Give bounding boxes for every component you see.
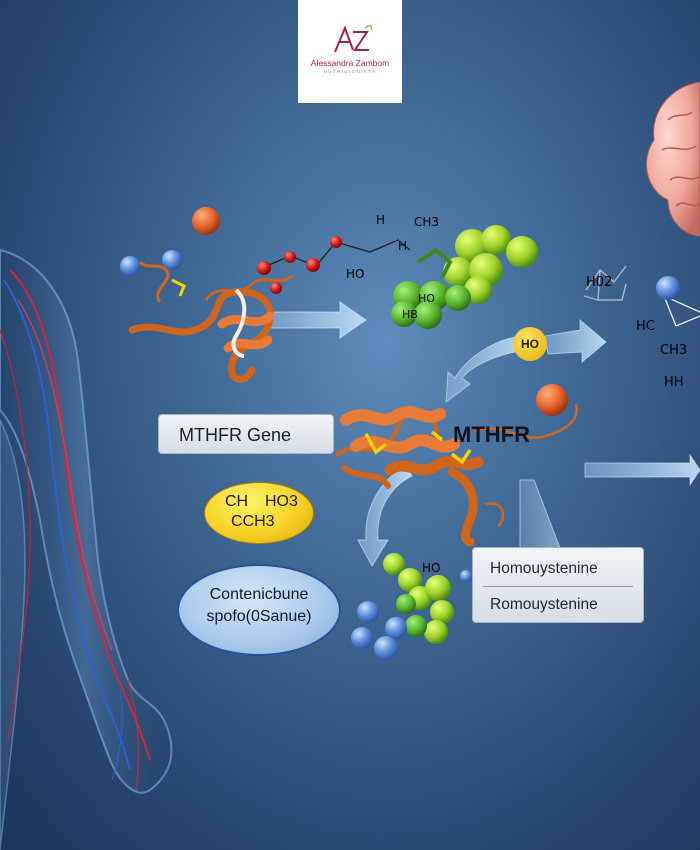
lower-molecule-cluster xyxy=(351,553,472,660)
chem-right-h02: H02 xyxy=(586,275,612,290)
chem-top-ho: HO xyxy=(346,267,364,281)
chem-small-ho: HO xyxy=(422,561,440,575)
arrow-to-green-molecule xyxy=(269,301,367,339)
arrow-right-out xyxy=(584,453,700,487)
brain-illustration xyxy=(646,81,700,237)
chem-green-ho: HO xyxy=(418,292,435,305)
homocysteine-label-1: Homouystenine xyxy=(490,560,598,577)
green-molecule-top xyxy=(391,225,538,329)
blue-atom-right xyxy=(656,276,680,300)
blue-oval-text-2: spofo(0Sanue) xyxy=(206,608,312,625)
pathway-arrows xyxy=(269,301,700,568)
brand-logo: AZ Alessandra Zambom NUTRICIONISTA xyxy=(298,0,402,103)
pointer-to-homocysteine xyxy=(519,479,561,549)
chem-right-hc: HC xyxy=(636,319,655,334)
homocysteine-label-2: Romouystenine xyxy=(490,596,598,613)
yellow-oval-text-1: CH xyxy=(225,493,249,510)
orange-ball-top xyxy=(192,207,220,235)
logo-monogram-icon: AZ xyxy=(325,22,373,53)
logo-subtitle: NUTRICIONISTA xyxy=(323,69,377,74)
atom-chain xyxy=(257,236,411,294)
human-body-figure xyxy=(0,248,173,850)
blue-oval-text-1: Contenicbune xyxy=(209,586,309,603)
logo-initials: AZ xyxy=(325,22,327,23)
mthfr-gene-label: MTHFR Gene xyxy=(158,414,334,454)
yellow-oval-text-2: HO3 xyxy=(265,493,298,510)
yellow-oval-text-3: CCH3 xyxy=(231,513,275,530)
chem-top-h: H xyxy=(398,239,407,253)
chemical-annotations: H CH3 H HO HO HB H02 HC CH3 HH HO xyxy=(346,213,687,575)
logo-name: Alessandra Zambom xyxy=(310,58,390,68)
blood-vessels xyxy=(0,269,151,791)
chem-right-hh: HH xyxy=(664,375,684,390)
chem-top-ch3: CH3 xyxy=(414,215,439,229)
mthfr-enzyme-structure xyxy=(334,403,578,547)
curved-arrow-to-enzyme xyxy=(445,335,526,404)
blue-info-oval: Contenicbune spofo(0Sanue) xyxy=(177,564,341,656)
arrow-to-right-molecule xyxy=(544,318,607,364)
protein-top-left xyxy=(120,250,293,383)
homocysteine-divider xyxy=(483,586,633,587)
ho-molecule-ball: HO xyxy=(513,327,547,361)
orange-ball-right xyxy=(536,384,568,416)
homocysteine-box: Homouystenine Romouystenine xyxy=(472,547,644,623)
chem-top-h1: H xyxy=(376,213,385,227)
chem-green-hb: HB xyxy=(402,308,418,321)
mthfr-enzyme-label: MTHFR xyxy=(453,422,530,447)
yellow-methyl-oval: CH HO3 CCH3 xyxy=(204,482,314,544)
chem-right-ch3: CH3 xyxy=(660,343,687,358)
right-structural-formula xyxy=(583,265,700,327)
